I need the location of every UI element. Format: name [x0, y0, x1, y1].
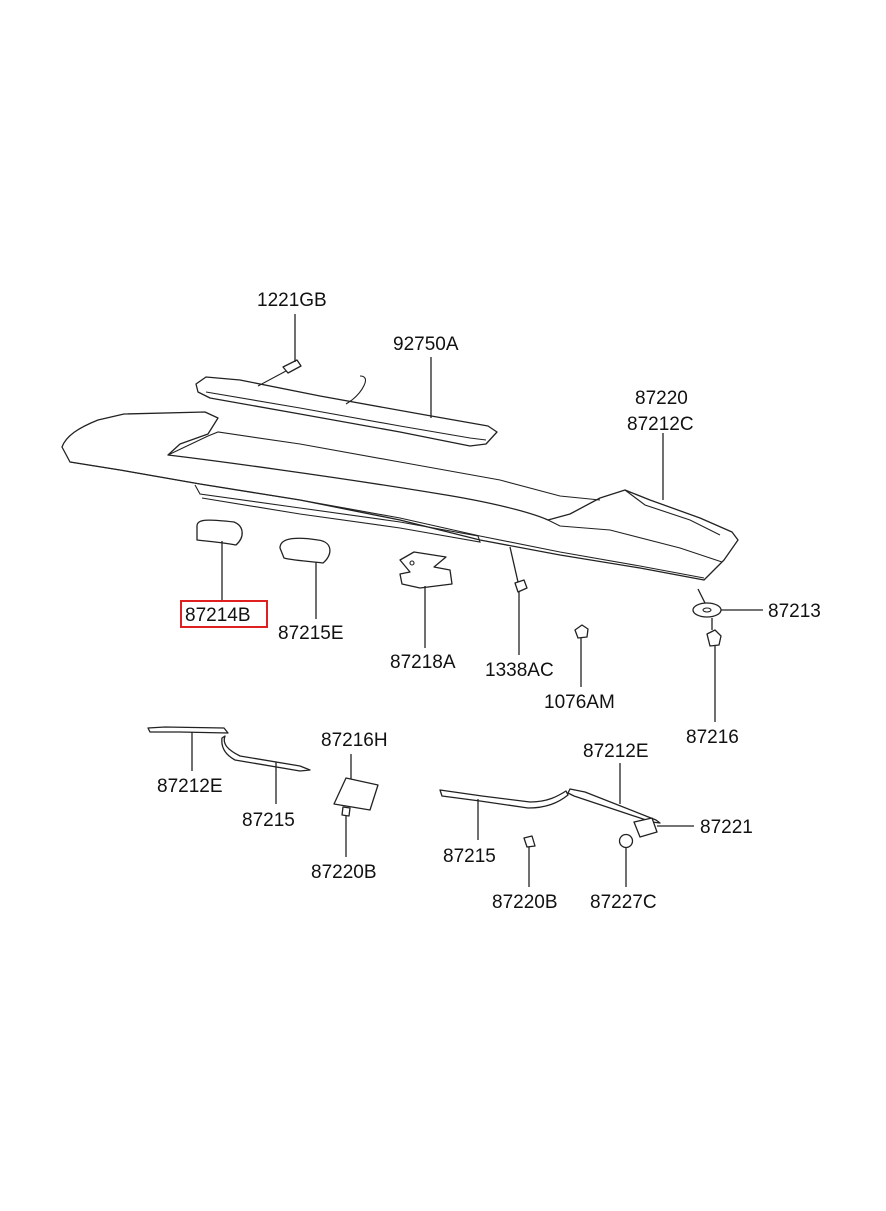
- part-label-87215E[interactable]: 87215E: [278, 623, 344, 644]
- part-label-87220B-right[interactable]: 87220B: [492, 892, 558, 913]
- part-label-87215-left[interactable]: 87215: [242, 810, 295, 831]
- part-label-87216[interactable]: 87216: [686, 727, 739, 748]
- stop-lamp: [195, 375, 498, 447]
- strip-87215-left-shape: [221, 735, 311, 772]
- part-label-87212E-left[interactable]: 87212E: [157, 776, 223, 797]
- part-label-87227C[interactable]: 87227C: [590, 892, 657, 913]
- tape-87221-shape: [633, 817, 658, 838]
- pad-87216H-shape: [333, 777, 379, 811]
- clip-1076AM-shape: [574, 624, 589, 639]
- part-label-1338AC[interactable]: 1338AC: [485, 660, 554, 681]
- part-label-1221GB[interactable]: 1221GB: [257, 290, 327, 311]
- grommet-87216-shape: [706, 629, 722, 647]
- part-label-87214B[interactable]: 87214B: [185, 605, 251, 626]
- part-label-87213[interactable]: 87213: [768, 601, 821, 622]
- cap-87227C-shape: [618, 833, 634, 849]
- part-label-87212C[interactable]: 87212C: [627, 414, 694, 435]
- strip-87212E-left-shape: [147, 726, 229, 734]
- part-label-87215-right[interactable]: 87215: [443, 846, 496, 867]
- screw-1221GB: [257, 359, 302, 387]
- part-label-87220[interactable]: 87220: [635, 388, 688, 409]
- clip-87220B-left-shape: [341, 806, 351, 817]
- part-label-1076AM[interactable]: 1076AM: [544, 692, 615, 713]
- washer-87213-shape: [692, 602, 722, 618]
- part-label-87221[interactable]: 87221: [700, 817, 753, 838]
- part-label-87212E-right[interactable]: 87212E: [583, 741, 649, 762]
- part-label-87216H[interactable]: 87216H: [321, 730, 388, 751]
- leader-lines: [191, 314, 763, 887]
- part-label-87218A[interactable]: 87218A: [390, 652, 456, 673]
- clip-87220B-right-shape: [523, 835, 536, 848]
- strip-87212E-right-shape: [567, 788, 661, 824]
- bracket-87218A-shape: [399, 551, 453, 589]
- part-label-87220B-left[interactable]: 87220B: [311, 862, 377, 883]
- spoiler-body: [61, 411, 739, 581]
- selected-part-highlight: [180, 600, 268, 628]
- pad-87214B-shape: [196, 519, 243, 546]
- strip-87215-right-shape: [439, 789, 569, 809]
- part-label-92750A[interactable]: 92750A: [393, 334, 459, 355]
- pad-87215E-shape: [279, 537, 331, 564]
- bracket-hole: [409, 560, 415, 566]
- nut-1338AC-shape: [514, 579, 528, 593]
- washer-hole: [702, 607, 712, 613]
